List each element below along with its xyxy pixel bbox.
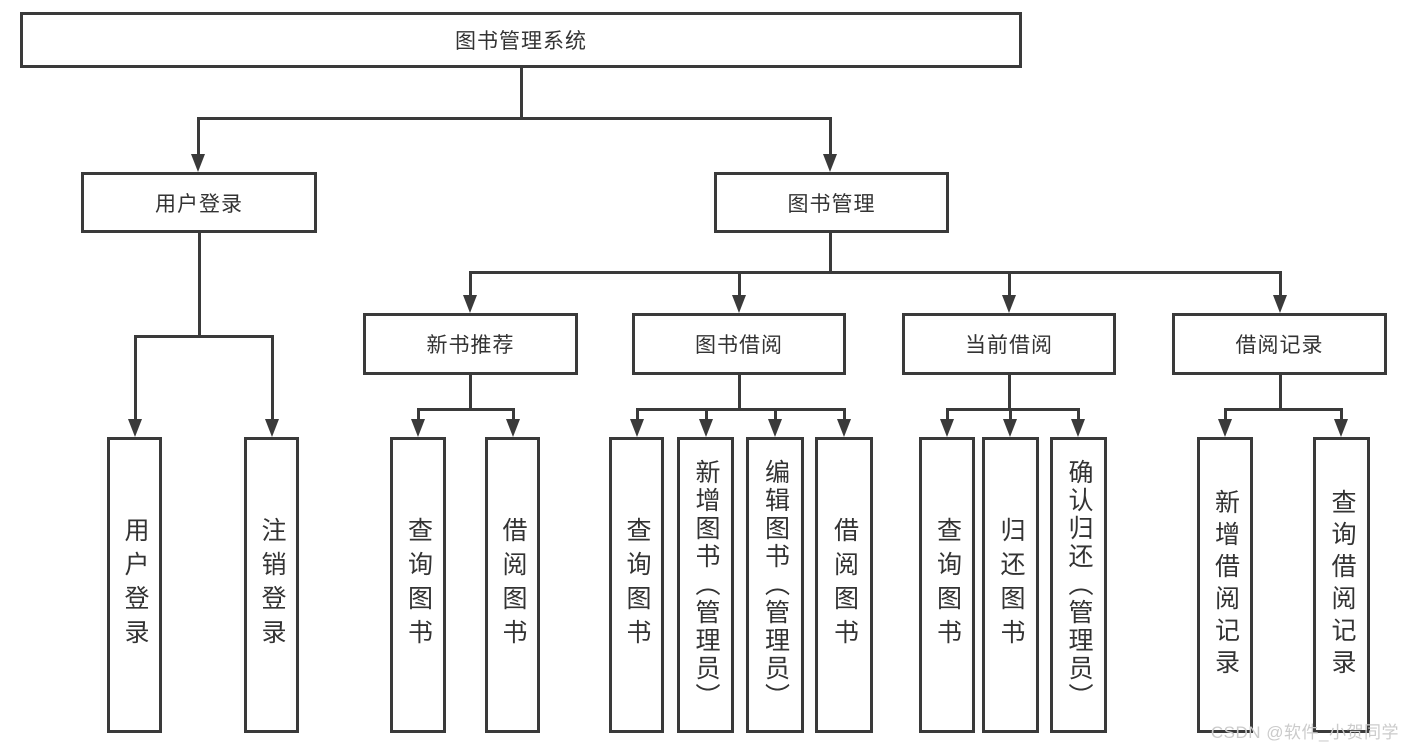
connector-line: [133, 335, 274, 338]
arrowhead-down-icon: [1002, 295, 1016, 313]
connector-line: [416, 408, 420, 421]
node-label-query-books-current: 查询图书: [933, 517, 962, 653]
connector-line: [468, 271, 1282, 274]
arrowhead-down-icon: [1071, 419, 1085, 437]
node-query-borrow-record: 查询借阅记录: [1313, 437, 1370, 733]
node-borrow-books-new: 借阅图书: [485, 437, 540, 733]
connector-line: [196, 117, 832, 120]
node-borrow-records: 借阅记录: [1172, 313, 1387, 375]
arrowhead-down-icon: [191, 154, 205, 172]
node-return-book: 归还图书: [982, 437, 1039, 733]
connector-line: [468, 375, 472, 411]
node-query-books-current: 查询图书: [919, 437, 975, 733]
arrowhead-down-icon: [1003, 419, 1017, 437]
node-label-current-borrow: 当前借阅: [965, 334, 1053, 357]
connector-line: [1339, 408, 1343, 421]
node-label-query-books-new: 查询图书: [404, 517, 433, 653]
connector-line: [270, 335, 274, 421]
node-new-book-rec: 新书推荐: [363, 313, 578, 375]
connector-line: [1007, 375, 1011, 411]
connector-line: [945, 408, 949, 421]
arrowhead-down-icon: [411, 419, 425, 437]
connector-line: [133, 335, 137, 421]
node-book-borrow: 图书借阅: [632, 313, 846, 375]
node-label-return-book: 归还图书: [997, 517, 1025, 653]
arrowhead-down-icon: [128, 419, 142, 437]
connector-line: [197, 233, 201, 338]
connector-line: [1223, 408, 1227, 421]
node-label-root: 图书管理系统: [455, 30, 587, 53]
node-label-query-books-borrow: 查询图书: [623, 517, 651, 653]
node-current-borrow: 当前借阅: [902, 313, 1116, 375]
connector-line: [1278, 375, 1282, 411]
node-add-book-admin: 新增图书（管理员）: [677, 437, 734, 733]
connector-line: [737, 375, 741, 411]
node-label-book-borrow: 图书借阅: [695, 334, 783, 357]
connector-line: [945, 408, 1080, 411]
arrowhead-down-icon: [732, 295, 746, 313]
connector-line: [1007, 271, 1011, 297]
connector-line: [828, 117, 832, 156]
arrowhead-down-icon: [1218, 419, 1232, 437]
arrowhead-down-icon: [1273, 295, 1287, 313]
node-confirm-return-admin: 确认归还（管理员）: [1050, 437, 1107, 733]
node-logout-leaf: 注销登录: [244, 437, 299, 733]
node-label-user-login-leaf: 用户登录: [121, 517, 149, 653]
node-book-mgmt: 图书管理: [714, 172, 949, 233]
arrowhead-down-icon: [1334, 419, 1348, 437]
arrowhead-down-icon: [699, 419, 713, 437]
connector-line: [704, 408, 708, 421]
node-label-book-mgmt: 图书管理: [787, 192, 876, 216]
connector-line: [511, 408, 515, 421]
arrowhead-down-icon: [265, 419, 279, 437]
arrowhead-down-icon: [837, 419, 851, 437]
arrowhead-down-icon: [823, 154, 837, 172]
node-user-login: 用户登录: [81, 172, 317, 233]
node-label-new-book-rec: 新书推荐: [426, 334, 515, 357]
arrowhead-down-icon: [940, 419, 954, 437]
arrowhead-down-icon: [506, 419, 520, 437]
node-label-borrow-books-new: 借阅图书: [499, 517, 527, 653]
node-label-user-login: 用户登录: [155, 192, 243, 216]
csdn-watermark: CSDN @软件_小贺同学: [1210, 723, 1399, 742]
node-root: 图书管理系统: [20, 12, 1022, 68]
node-label-borrow-records: 借阅记录: [1235, 334, 1324, 357]
node-label-confirm-return-admin: 确认归还（管理员）: [1065, 459, 1093, 711]
arrowhead-down-icon: [463, 295, 477, 313]
connector-line: [468, 271, 472, 297]
connector-line: [635, 408, 846, 411]
node-label-borrow-books-admin: 借阅图书: [830, 517, 859, 653]
node-query-books-borrow: 查询图书: [609, 437, 664, 733]
connector-line: [635, 408, 639, 421]
node-label-edit-book-admin: 编辑图书（管理员）: [761, 459, 790, 711]
arrowhead-down-icon: [768, 419, 782, 437]
connector-line: [1223, 408, 1343, 411]
connector-line: [196, 117, 200, 156]
node-label-add-book-admin: 新增图书（管理员）: [692, 459, 720, 711]
connector-line: [1076, 408, 1080, 421]
node-query-books-new: 查询图书: [390, 437, 446, 733]
node-label-query-borrow-record: 查询借阅记录: [1328, 489, 1356, 681]
connector-line: [519, 68, 523, 120]
connector-line: [828, 233, 832, 274]
connector-line: [1008, 408, 1012, 421]
connector-line: [773, 408, 777, 421]
node-label-logout-leaf: 注销登录: [258, 517, 286, 653]
node-edit-book-admin: 编辑图书（管理员）: [746, 437, 804, 733]
arrowhead-down-icon: [630, 419, 644, 437]
node-user-login-leaf: 用户登录: [107, 437, 162, 733]
node-borrow-books-admin: 借阅图书: [815, 437, 873, 733]
connector-line: [1278, 271, 1282, 297]
node-add-borrow-record: 新增借阅记录: [1197, 437, 1253, 733]
connector-line: [416, 408, 515, 411]
connector-line: [842, 408, 846, 421]
connector-line: [737, 271, 741, 297]
node-label-add-borrow-record: 新增借阅记录: [1211, 489, 1240, 681]
